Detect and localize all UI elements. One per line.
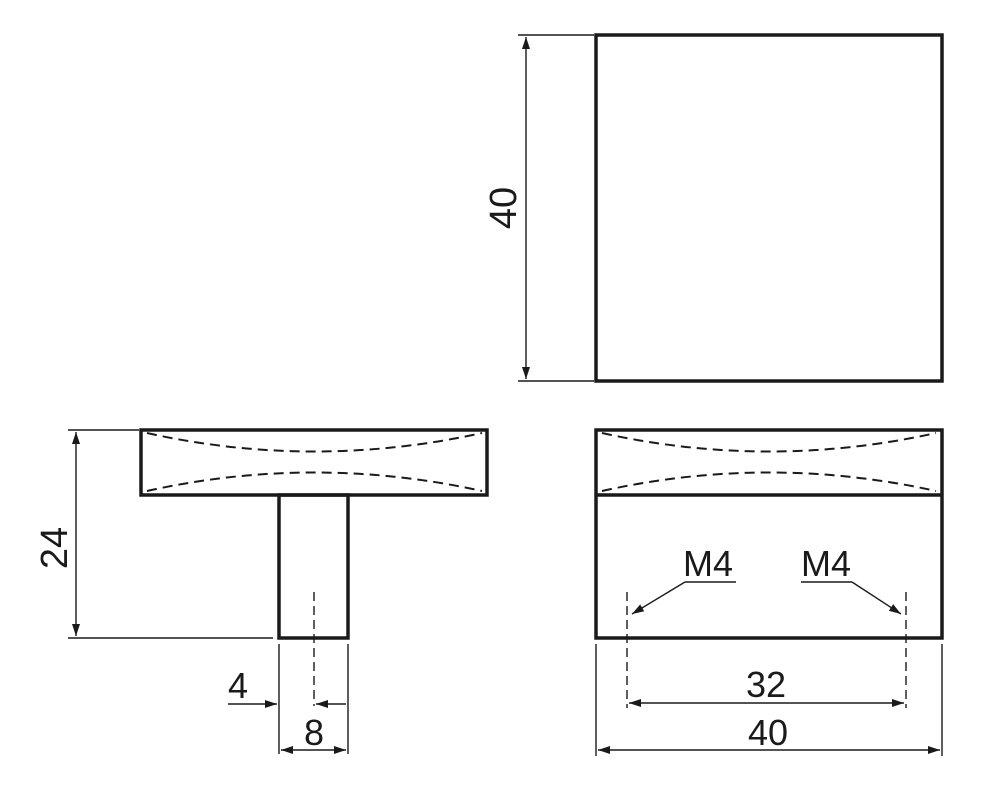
side-view-head: [139, 428, 489, 497]
overall-width-label: 40: [748, 712, 788, 753]
hole-spacing-label: 32: [746, 664, 786, 705]
front-view-body: [594, 428, 944, 640]
side-head-lower-curve: [146, 471, 483, 492]
thread-left-label: M4: [683, 543, 733, 584]
side-view: 24 4 8: [34, 428, 489, 754]
front-head-lower-curve: [601, 471, 937, 492]
thread-left-leader: [631, 581, 686, 615]
side-view-shaft: [277, 493, 350, 640]
shaft-half-label: 4: [228, 665, 248, 706]
thread-right-leader: [851, 581, 902, 615]
thread-right-label: M4: [801, 543, 851, 584]
top-height-label: 40: [483, 187, 525, 229]
side-head-upper-curve: [146, 432, 483, 453]
shaft-width-label: 8: [304, 712, 324, 753]
front-view: M4 M4 32 40: [594, 428, 944, 756]
side-height-label: 24: [34, 527, 76, 569]
top-view-square: [594, 33, 944, 383]
top-view: 40: [483, 33, 944, 383]
front-head-upper-curve: [601, 432, 937, 453]
